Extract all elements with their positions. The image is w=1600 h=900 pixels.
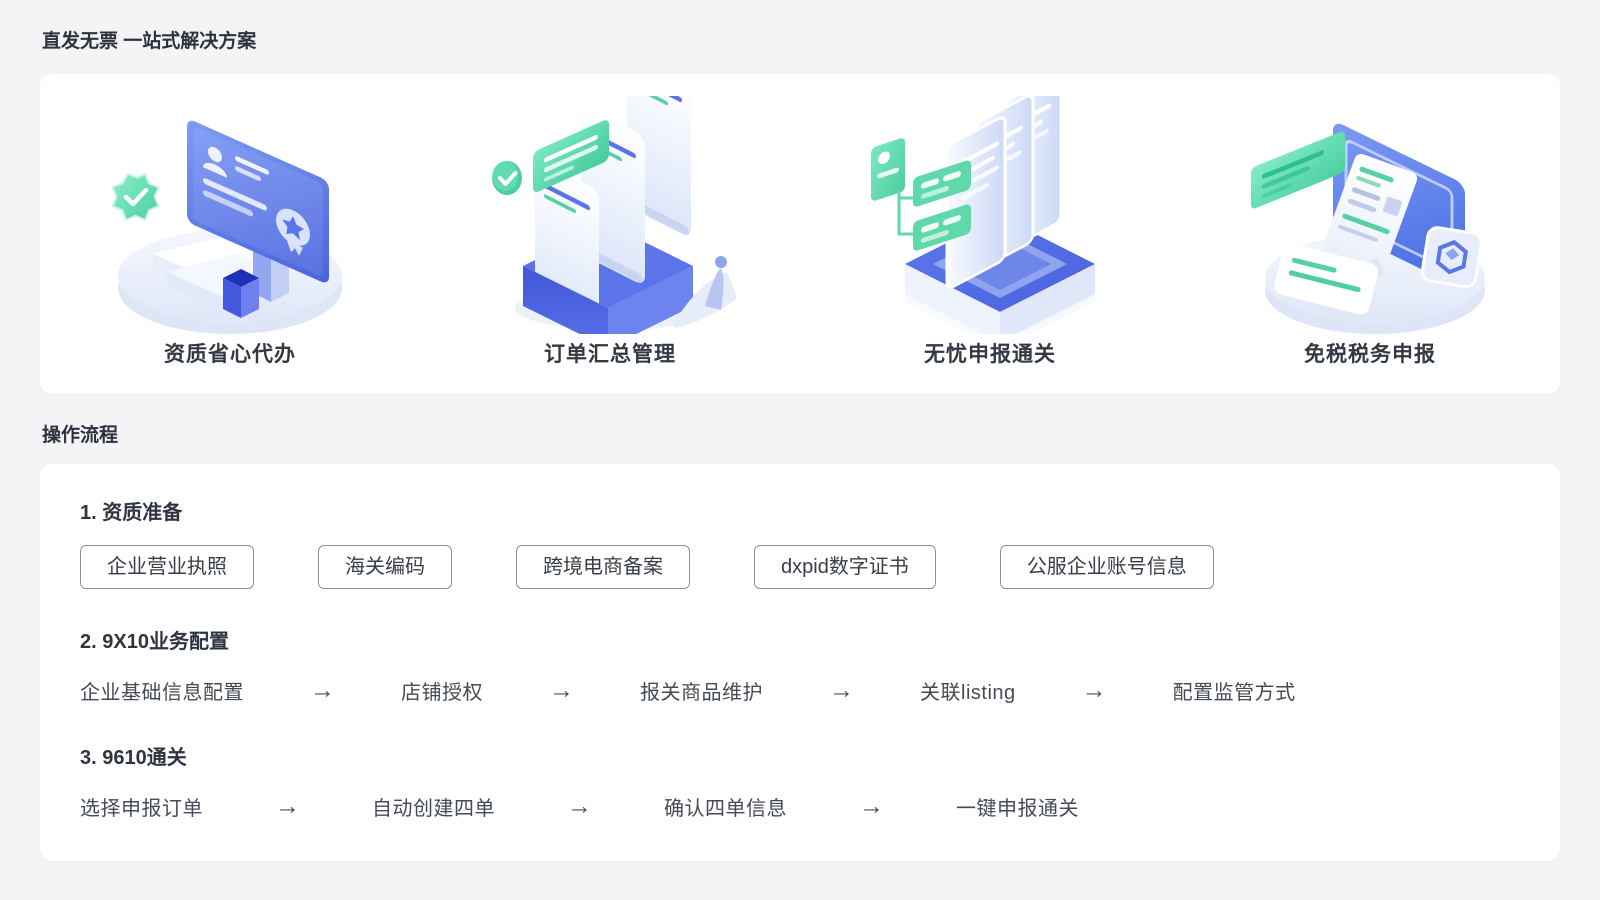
step-title: 2. 9X10业务配置: [80, 631, 229, 653]
order-scrolls-illustration-svg: [492, 96, 737, 334]
process-step-qualification: 1. 资质准备 企业营业执照 海关编码 跨境电商备案 dxpid数字证书 公服企…: [80, 496, 1520, 589]
feature-label: 无忧申报通关: [924, 343, 1056, 366]
arrow-right-icon: →: [275, 792, 300, 820]
feature-label: 资质省心代办: [164, 343, 296, 366]
tax-receipt-illustration-icon: [1235, 96, 1505, 334]
flow-item-select-order: 选择申报订单: [80, 798, 203, 820]
features-card: 资质省心代办: [40, 74, 1560, 394]
certificate-illustration-svg: [111, 120, 342, 334]
documents-tray-illustration-svg: [871, 96, 1095, 334]
feature-qualification-agency: 资质省心代办: [40, 96, 420, 394]
arrow-right-icon: →: [549, 676, 574, 704]
clearance-flow: 选择申报订单 → 自动创建四单 → 确认四单信息 → 一键申报通关: [80, 792, 1520, 821]
order-scrolls-illustration-icon: [475, 96, 745, 334]
feature-tax-declaration: 免税税务申报: [1180, 96, 1560, 394]
arrow-right-icon: →: [829, 676, 854, 704]
flow-item-confirm-info: 确认四单信息: [664, 798, 787, 820]
chip-public-service-account: 公服企业账号信息: [999, 545, 1214, 589]
arrow-right-icon: →: [310, 676, 335, 704]
feature-order-management: 订单汇总管理: [420, 96, 800, 394]
section-title-solution: 直发无票 一站式解决方案: [42, 31, 257, 52]
feature-customs-clearance: 无忧申报通关: [800, 96, 1180, 394]
arrow-right-icon: →: [567, 792, 592, 820]
chip-crossborder-ecommerce-record: 跨境电商备案: [516, 545, 690, 589]
arrow-right-icon: →: [859, 792, 884, 820]
certificate-illustration-icon: [95, 96, 365, 334]
feature-label: 免税税务申报: [1304, 343, 1436, 366]
flow-item-base-info: 企业基础信息配置: [80, 682, 244, 704]
chip-business-license: 企业营业执照: [80, 545, 254, 589]
step-title: 3. 9610通关: [80, 747, 187, 769]
flow-item-one-click-declare: 一键申报通关: [956, 798, 1079, 820]
arrow-right-icon: →: [1081, 676, 1107, 704]
feature-label: 订单汇总管理: [544, 343, 676, 366]
page: 直发无票 一站式解决方案: [40, 31, 1560, 861]
tax-receipt-illustration-svg: [1251, 123, 1485, 334]
documents-tray-illustration-icon: [855, 96, 1125, 334]
flow-item-goods-maintain: 报关商品维护: [640, 682, 763, 704]
business-config-flow: 企业基础信息配置 → 店铺授权 → 报关商品维护 → 关联listing → 配…: [80, 676, 1520, 705]
process-card: 1. 资质准备 企业营业执照 海关编码 跨境电商备案 dxpid数字证书 公服企…: [40, 464, 1560, 861]
step-title: 1. 资质准备: [80, 502, 183, 524]
section-title-process: 操作流程: [42, 425, 119, 446]
process-step-business-config: 2. 9X10业务配置 企业基础信息配置 → 店铺授权 → 报关商品维护 → 关…: [80, 625, 1520, 705]
flow-item-link-listing: 关联listing: [920, 682, 1016, 704]
process-step-clearance: 3. 9610通关 选择申报订单 → 自动创建四单 → 确认四单信息 → 一键申…: [80, 741, 1520, 821]
chip-dxpid-certificate: dxpid数字证书: [754, 545, 936, 589]
chip-customs-code: 海关编码: [318, 545, 452, 589]
qualification-chips: 企业营业执照 海关编码 跨境电商备案 dxpid数字证书 公服企业账号信息: [80, 545, 1520, 589]
flow-item-auto-create: 自动创建四单: [372, 798, 495, 820]
flow-item-shop-auth: 店铺授权: [401, 682, 483, 704]
flow-item-supervision-mode: 配置监管方式: [1172, 682, 1296, 704]
